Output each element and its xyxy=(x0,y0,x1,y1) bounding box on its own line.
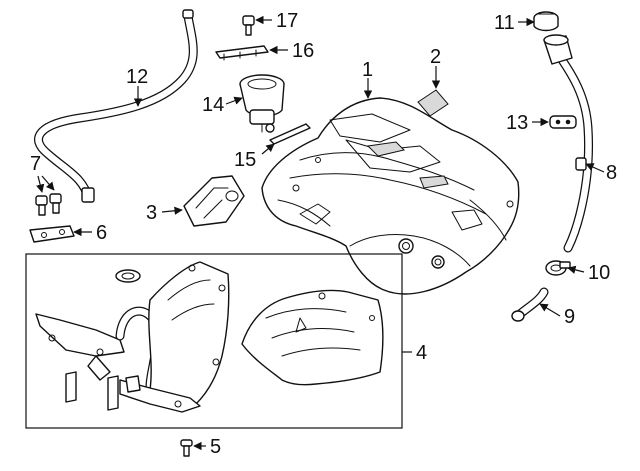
callout-6: 6 xyxy=(96,222,107,244)
callout-9: 9 xyxy=(564,306,575,328)
callout-4: 4 xyxy=(416,342,427,364)
pipe-clip xyxy=(549,115,577,129)
callout-3: 3 xyxy=(146,202,157,224)
heat-shield-assembly-box xyxy=(25,253,403,429)
fuel-cap xyxy=(533,11,559,32)
filler-hose xyxy=(511,287,549,322)
filler-pipe xyxy=(543,34,594,253)
leader-lines xyxy=(36,15,605,451)
small-heat-shield xyxy=(183,175,245,227)
callout-13: 13 xyxy=(506,112,528,134)
callout-5: 5 xyxy=(210,436,221,458)
shield-bolt xyxy=(180,439,193,457)
callout-7: 7 xyxy=(30,153,41,175)
pump-bolt xyxy=(242,15,255,36)
callout-11: 11 xyxy=(494,12,515,34)
mounting-bracket xyxy=(29,225,75,243)
insulator-pad xyxy=(417,89,449,117)
callout-1: 1 xyxy=(362,59,373,81)
callout-15: 15 xyxy=(234,149,256,171)
fuel-tank xyxy=(261,97,520,295)
callout-labels: 1 2 3 4 5 6 7 8 9 10 11 12 13 14 15 16 1… xyxy=(30,10,617,458)
pump-seal xyxy=(269,123,311,145)
callout-2: 2 xyxy=(430,46,441,68)
callout-16: 16 xyxy=(292,40,314,62)
callout-8: 8 xyxy=(606,162,617,184)
fuel-pump xyxy=(239,74,285,133)
vapor-hose xyxy=(34,9,198,203)
pump-retainer xyxy=(215,45,269,61)
hose-clamp xyxy=(545,260,571,276)
callout-14: 14 xyxy=(202,94,224,116)
callout-17: 17 xyxy=(276,10,298,32)
callout-10: 10 xyxy=(588,262,610,284)
bolts xyxy=(35,193,62,216)
callout-12: 12 xyxy=(126,66,148,88)
